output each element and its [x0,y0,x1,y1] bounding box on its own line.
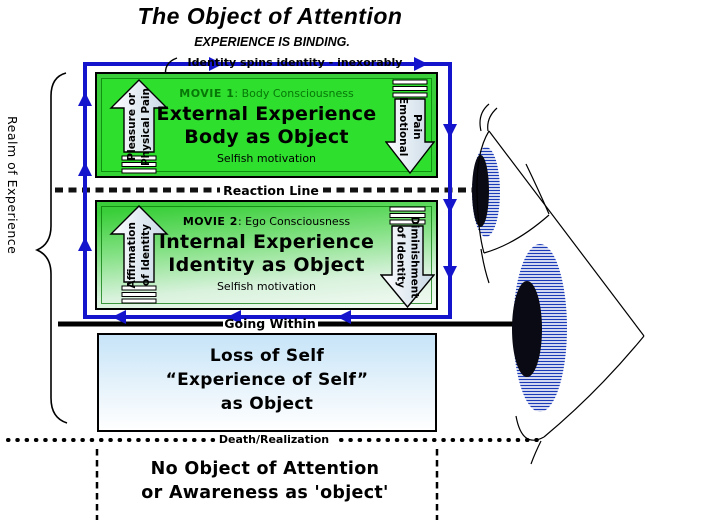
movie2-inner-frame [101,206,432,304]
movie1-right-arrow-label: Emotional Pain [397,96,423,157]
movie2-right-arrow-label: of Identity Diminishment [394,215,421,299]
movie2-box: Affirmation of Identity of Identity Dimi… [95,200,438,310]
identity-loop [83,62,452,319]
realm-brace [34,72,68,424]
loss-line1: Loss of Self [209,346,325,366]
small-eye-icon [472,103,645,337]
going-within-label: Going Within [224,316,316,331]
movie2-footer: Selfish motivation [216,280,317,293]
down-arrow-icon [380,206,435,309]
movie1-content: MOVIE 1: Body Consciousness External Exp… [97,74,436,176]
up-arrow-icon [109,79,169,174]
down-arrow-icon [385,79,435,175]
up-arrow-icon [109,205,169,304]
no-object-line1: No Object of Attention [150,459,380,479]
movie1-right-arrow: Emotional Pain [385,78,435,175]
movie1-footer: Selfish motivation [216,152,317,165]
movie2-line2: Identity as Object [168,254,365,276]
movie1-box: Pleasure or Physical Pain Emotional Pain… [95,72,438,178]
identity-loop-label: Identity spins identity - inexorably [187,56,403,69]
loss-of-self-box: Loss of Self “Experience of Self” as Obj… [97,333,437,432]
movie1-line2: Body as Object [184,126,349,148]
movie2-right-arrow: of Identity Diminishment [380,205,435,309]
movie1-line1: External Experience [156,103,377,125]
identity-loop-arrowheads [78,57,457,324]
realm-of-experience-label: Realm of Experience [5,116,20,255]
movie1-heading: MOVIE 1: Body Consciousness [179,87,354,100]
movie2-left-arrow: Affirmation of Identity [109,205,169,305]
movie2-line1: Internal Experience [158,231,375,253]
movie1-left-arrow: Pleasure or Physical Pain [109,79,169,175]
no-object-line2: or Awareness as 'object' [141,483,389,503]
movie2-heading: MOVIE 2: Ego Consciousness [182,215,351,228]
reaction-line-label: Reaction Line [223,183,319,198]
loss-line3: as Object [220,394,314,414]
page-title: The Object of Attention [137,3,403,29]
movie2-content: MOVIE 2: Ego Consciousness Internal Expe… [97,202,436,308]
subtitle: EXPERIENCE IS BINDING. [194,35,350,49]
no-object-text: No Object of Attention or Awareness as '… [0,457,530,505]
large-eye-icon [512,244,645,465]
loss-line2: “Experience of Self” [165,370,369,390]
death-realization-label: Death/Realization [218,433,330,446]
